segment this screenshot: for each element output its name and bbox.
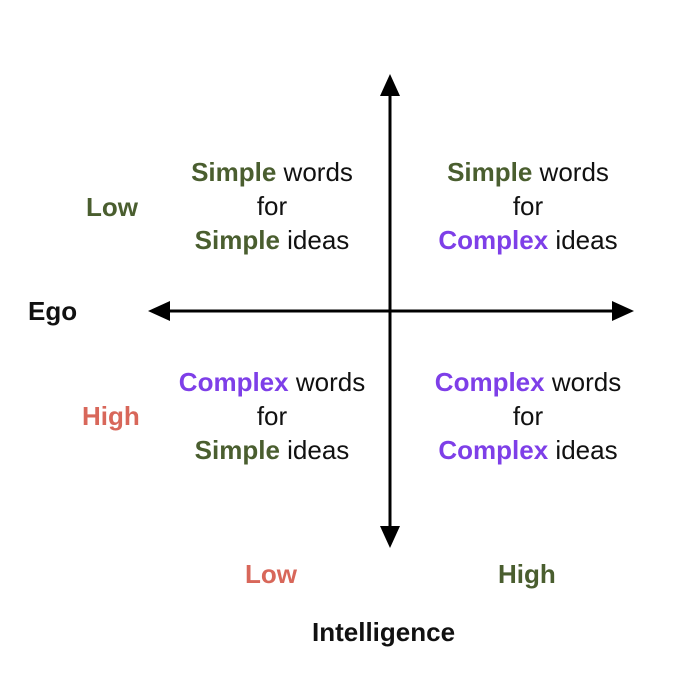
quadrant-ideas-line: Simple ideas xyxy=(162,223,382,257)
intelligence-low-label: Low xyxy=(245,559,297,589)
keyword: Complex xyxy=(438,225,549,255)
arrow-right-icon xyxy=(612,301,634,321)
quadrant-words-line: Complex words xyxy=(418,365,638,399)
keyword: Complex xyxy=(178,367,289,397)
keyword: Simple xyxy=(194,435,280,465)
ego-low-label: Low xyxy=(86,192,138,222)
for-text: for xyxy=(256,191,288,221)
ideas-text: ideas xyxy=(279,225,350,255)
keyword: Complex xyxy=(434,367,545,397)
quadrant-words-line: Simple words xyxy=(418,155,638,189)
keyword: Simple xyxy=(191,157,277,187)
ego-high-label: High xyxy=(82,401,140,431)
quadrant-words-line: Complex words xyxy=(162,365,382,399)
intelligence-axis-label: Intelligence xyxy=(312,617,456,647)
words-text: words xyxy=(544,367,622,397)
quadrant-ideas-line: Simple ideas xyxy=(162,433,382,467)
intelligence-high-label: High xyxy=(498,559,556,589)
keyword: Simple xyxy=(447,157,533,187)
ideas-text: ideas xyxy=(548,225,618,255)
quadrant-ideas-line: Complex ideas xyxy=(418,433,638,467)
quadrant-bottom-left: Complex words for Simple ideas xyxy=(162,365,382,467)
quadrant-bottom-right: Complex words for Complex ideas xyxy=(418,365,638,467)
quadrant-top-left: Simple words for Simple ideas xyxy=(162,155,382,257)
keyword: Simple xyxy=(194,225,280,255)
for-text: for xyxy=(512,401,544,431)
keyword: Complex xyxy=(438,435,549,465)
for-text: for xyxy=(256,401,288,431)
quadrant-top-right: Simple words for Complex ideas xyxy=(418,155,638,257)
words-text: words xyxy=(532,157,609,187)
arrow-left-icon xyxy=(148,301,170,321)
arrow-up-icon xyxy=(380,74,400,96)
words-text: words xyxy=(276,157,353,187)
arrow-down-icon xyxy=(380,526,400,548)
for-text: for xyxy=(512,191,544,221)
quadrant-ideas-line: Complex ideas xyxy=(418,223,638,257)
ideas-text: ideas xyxy=(548,435,618,465)
words-text: words xyxy=(288,367,366,397)
ideas-text: ideas xyxy=(279,435,350,465)
horizontal-axis xyxy=(148,301,634,321)
ego-axis-label: Ego xyxy=(28,296,78,326)
quadrant-words-line: Simple words xyxy=(162,155,382,189)
